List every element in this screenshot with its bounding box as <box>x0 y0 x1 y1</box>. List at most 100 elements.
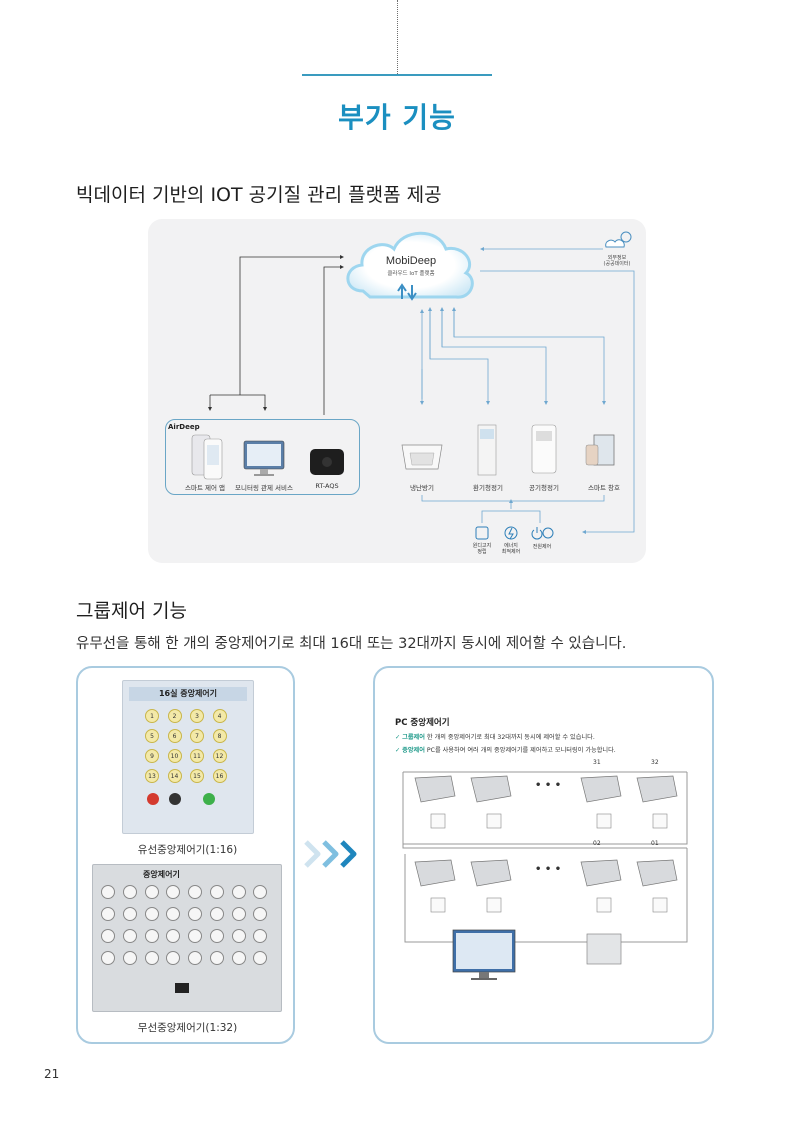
wireless-room-button <box>232 907 246 921</box>
green-button <box>203 793 215 805</box>
icon-label: 전원제어 <box>524 543 560 550</box>
wireless-room-button <box>253 907 267 921</box>
wireless-button-grid <box>101 885 275 965</box>
wireless-controller-photo: 중앙제어기 <box>92 864 282 1012</box>
ventilator-unit-icon <box>471 860 511 886</box>
title-rule <box>302 74 492 76</box>
section-heading-iot: 빅데이터 기반의 IOT 공기질 관리 플랫폼 제공 <box>76 180 442 207</box>
controller-icon <box>653 898 667 912</box>
wired-room-button: 14 <box>168 769 182 783</box>
wireless-room-button <box>188 929 202 943</box>
controller-icon <box>487 814 501 828</box>
wireless-caption: 무선중앙제어기(1:32) <box>78 1020 297 1035</box>
ventilator-unit-icon <box>415 776 455 802</box>
wireless-room-button <box>188 885 202 899</box>
controller-icon <box>431 898 445 912</box>
controller-icon <box>597 898 611 912</box>
wired-room-button: 11 <box>190 749 204 763</box>
wireless-room-button <box>188 951 202 965</box>
wireless-room-button <box>101 929 115 943</box>
wired-room-button: 10 <box>168 749 182 763</box>
next-chevrons-icon <box>300 838 366 870</box>
wireless-room-button <box>166 951 180 965</box>
wireless-room-button <box>210 929 224 943</box>
ceiling-ac-icon <box>402 445 442 469</box>
wireless-room-button <box>123 951 137 965</box>
controller-icon <box>431 814 445 828</box>
wireless-room-button <box>101 951 115 965</box>
node-number: 32 <box>651 759 659 766</box>
device-label: 공기청정기 <box>518 482 570 492</box>
wireless-room-button <box>166 907 180 921</box>
wireless-room-button <box>232 885 246 899</box>
smart-window-icon <box>586 435 614 465</box>
wireless-room-button <box>145 951 159 965</box>
page-number: 21 <box>44 1067 59 1081</box>
weather-icon <box>606 232 631 247</box>
node-number: 31 <box>593 759 601 766</box>
wired-room-button: 6 <box>168 729 182 743</box>
wired-panel-title: 16실 중앙제어기 <box>129 687 247 701</box>
wireless-room-button <box>210 885 224 899</box>
wired-room-button: 16 <box>213 769 227 783</box>
wireless-room-button <box>123 929 137 943</box>
energy-icon <box>505 527 517 539</box>
controller-icon <box>653 814 667 828</box>
wireless-room-button <box>253 885 267 899</box>
ventilator-icon <box>478 425 496 475</box>
wired-room-button: 2 <box>168 709 182 723</box>
wired-room-button: 4 <box>213 709 227 723</box>
wired-room-button: 13 <box>145 769 159 783</box>
iot-platform-diagram: MobiDeep 클라우드 IoT 플랫폼 외부정보 (공공데이터) AirDe… <box>148 219 646 563</box>
wired-room-button: 5 <box>145 729 159 743</box>
ventilator-unit-icon <box>581 860 621 886</box>
wireless-room-button <box>101 885 115 899</box>
node-number: 01 <box>651 840 659 847</box>
wireless-room-button <box>232 951 246 965</box>
wired-room-button: 12 <box>213 749 227 763</box>
ventilator-unit-icon <box>637 860 677 886</box>
wired-room-button: 15 <box>190 769 204 783</box>
wired-caption: 유선중앙제어기(1:16) <box>78 842 297 857</box>
airdeep-label: AirDeep <box>168 423 200 431</box>
air-purifier-icon <box>532 425 556 473</box>
power-icon <box>532 527 553 539</box>
cloud-title: MobiDeep <box>366 255 456 267</box>
pc-monitor-icon <box>453 930 515 980</box>
weather-label: 외부정보 (공공데이터) <box>592 255 642 267</box>
central-controller-icon <box>587 934 621 964</box>
ellipsis: • • • <box>535 864 561 875</box>
wireless-room-button <box>253 929 267 943</box>
wired-controller-photo: 16실 중앙제어기 12345678910111213141516 <box>122 680 254 834</box>
device-label: 스마트 창호 <box>578 482 630 492</box>
ellipsis: • • • <box>535 780 561 791</box>
wireless-room-button <box>166 885 180 899</box>
wired-room-button: 9 <box>145 749 159 763</box>
wireless-room-button <box>145 907 159 921</box>
section-heading-group: 그룹제어 기능 <box>76 596 187 623</box>
document-icon <box>476 527 488 539</box>
ventilator-unit-icon <box>581 776 621 802</box>
device-label: RT-AQS <box>298 482 356 490</box>
pc-control-panel: PC 중앙제어기 ✓ 그룹제어 한 개의 중앙제어기로 최대 32대까지 동시에… <box>373 666 714 1044</box>
wireless-room-button <box>123 885 137 899</box>
ventilator-unit-icon <box>415 860 455 886</box>
wired-room-button: 3 <box>190 709 204 723</box>
page-title: 부가 기능 <box>0 96 794 136</box>
wired-room-button: 1 <box>145 709 159 723</box>
wireless-room-button <box>210 907 224 921</box>
top-dotted-guide <box>397 0 398 74</box>
device-label: 환기청정기 <box>462 482 514 492</box>
black-button <box>169 793 181 805</box>
wireless-panel-title: 중앙제어기 <box>143 869 233 880</box>
wireless-room-button <box>232 929 246 943</box>
wireless-room-button <box>145 929 159 943</box>
device-label: 냉난방기 <box>396 482 448 492</box>
cloud-subtitle: 클라우드 IoT 플랫폼 <box>366 269 456 277</box>
wireless-room-button <box>188 907 202 921</box>
display-window <box>175 983 189 993</box>
wireless-room-button <box>210 951 224 965</box>
device-label: 모니터링 관제 서비스 <box>228 482 300 492</box>
controller-icon <box>487 898 501 912</box>
